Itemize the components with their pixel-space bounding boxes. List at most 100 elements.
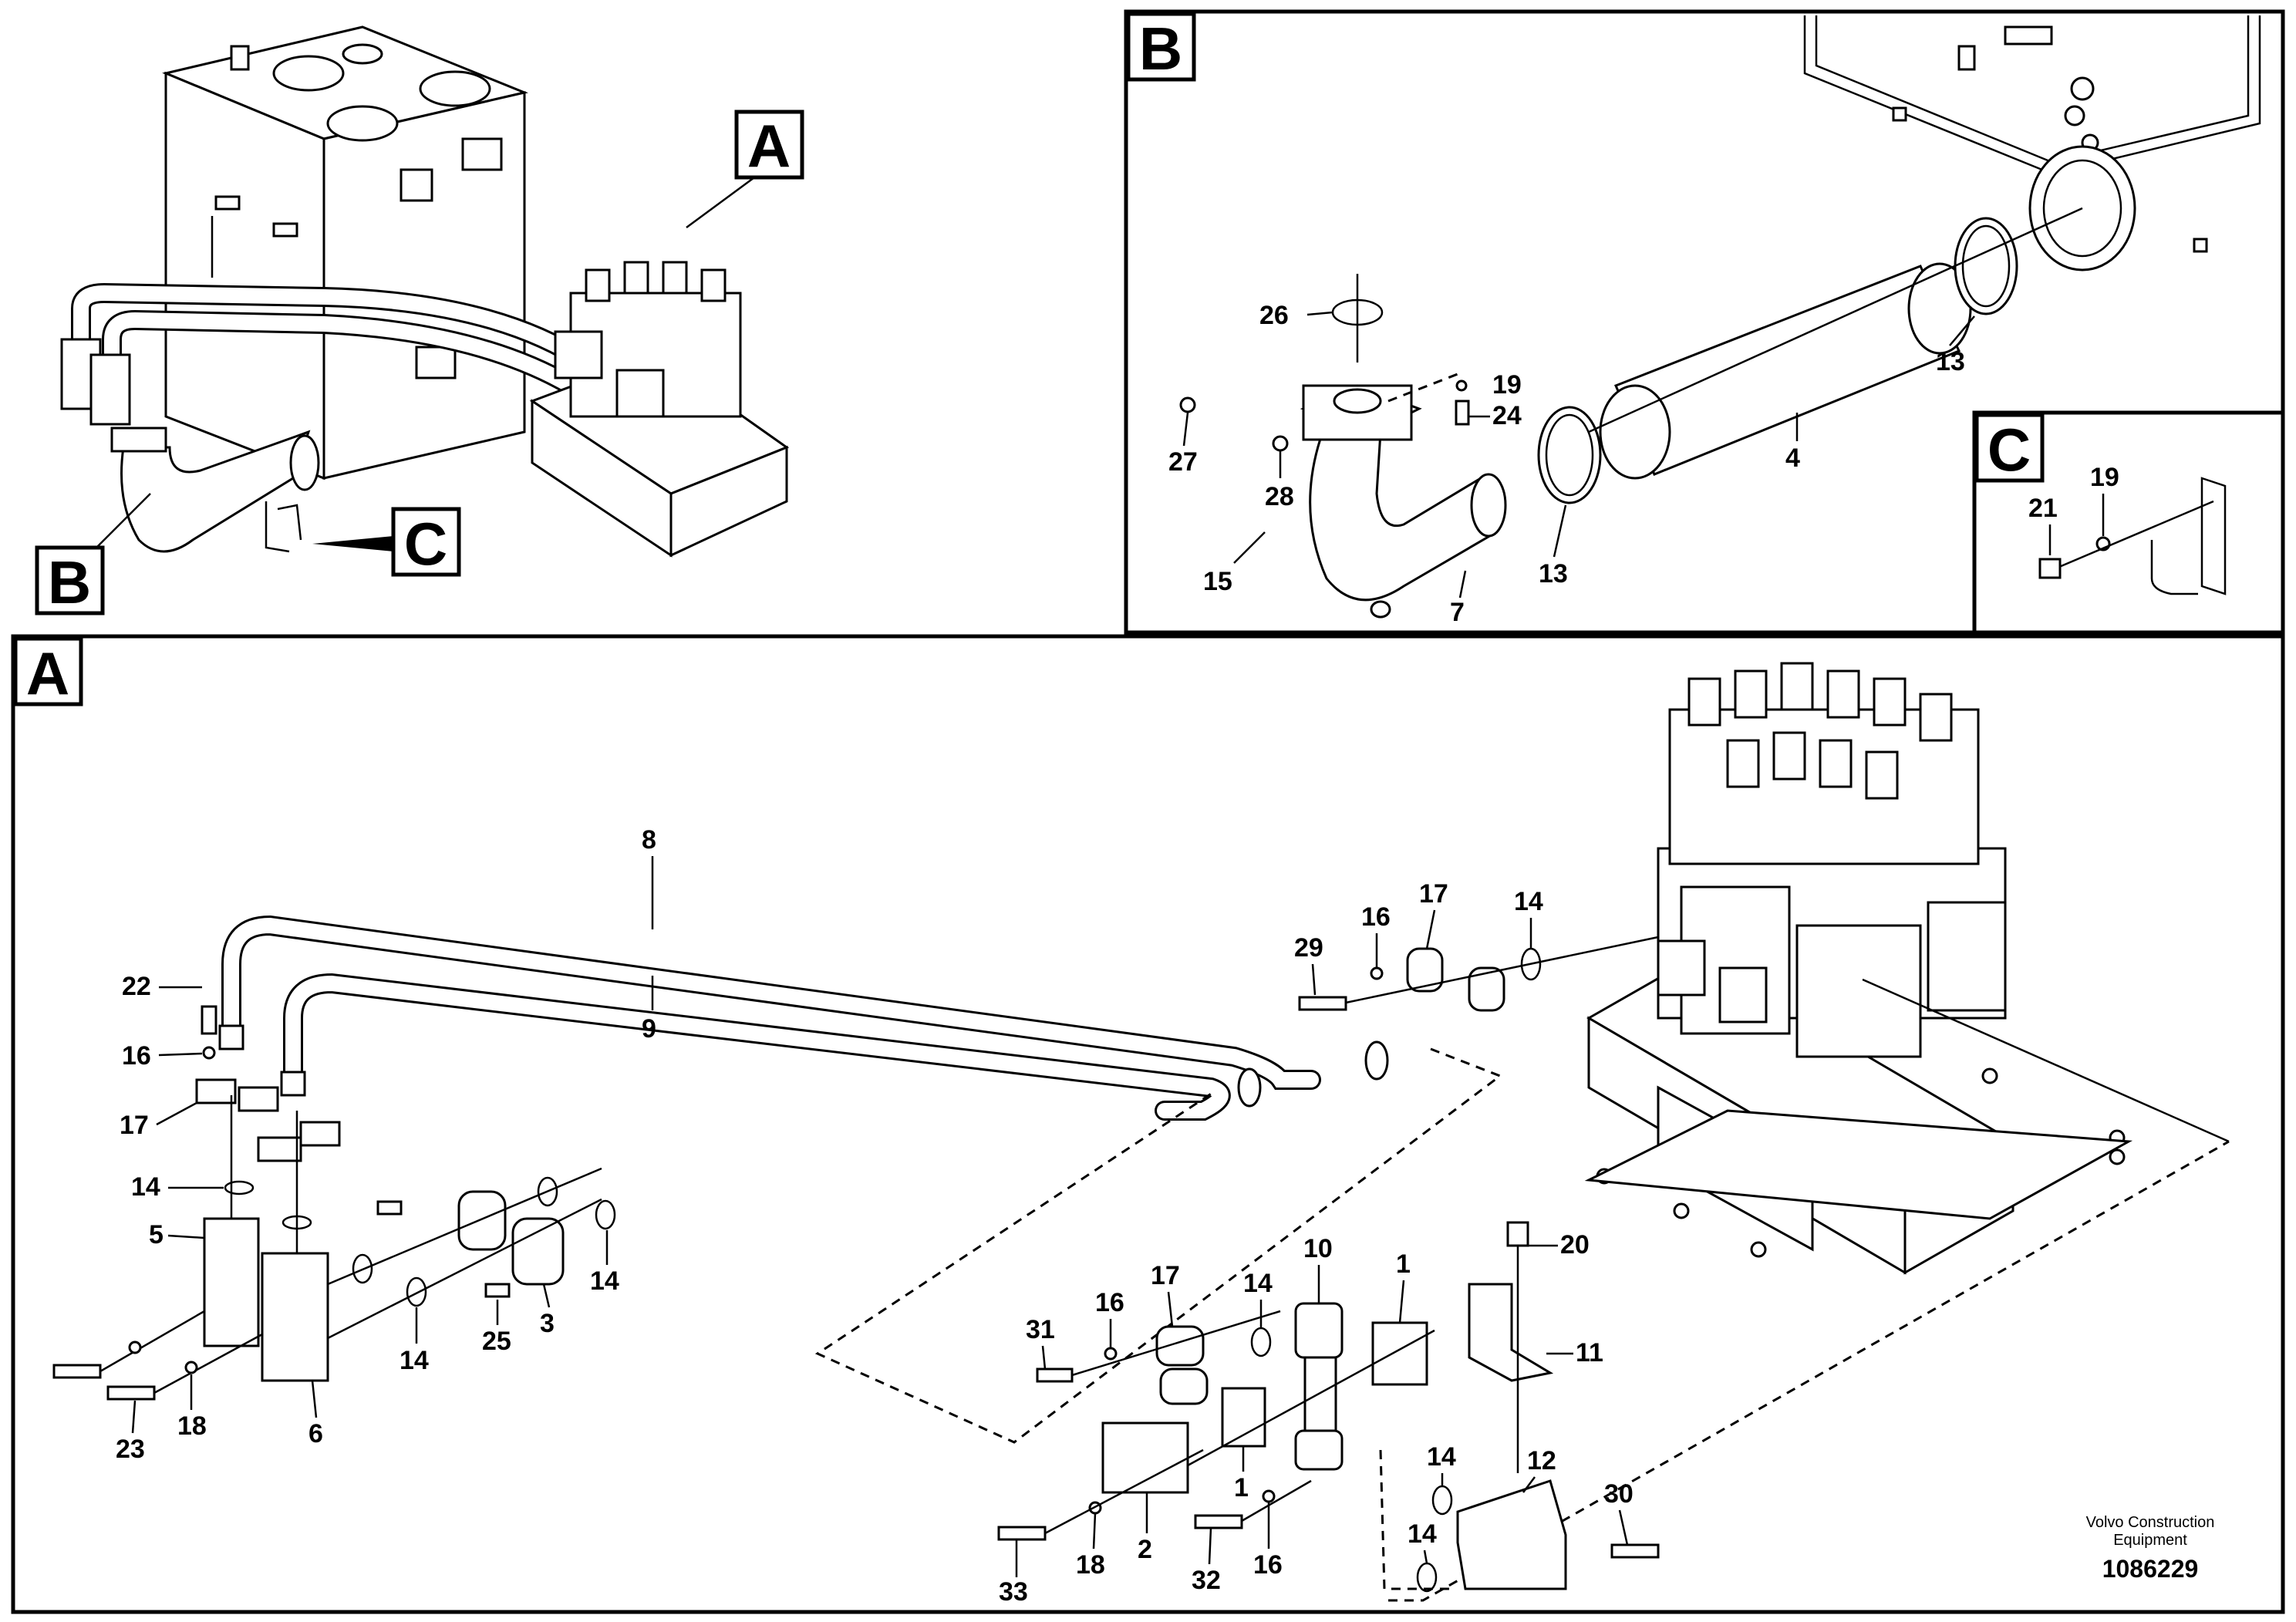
callout-2: 2 [1138, 1535, 1152, 1564]
detail-a-oring-14-r4 [406, 1276, 427, 1307]
callout-28: 28 [1265, 482, 1294, 511]
detail-a-hose-end-right-8 [1364, 1040, 1389, 1081]
callout-16-b: 16 [1361, 902, 1391, 932]
callout-13-upper: 13 [1936, 347, 1965, 376]
detail-a-flange-half-17-sub-b [1159, 1367, 1209, 1405]
detail-b-panel: B [1124, 9, 2285, 635]
detail-b-hose-sleeve [1599, 262, 1972, 480]
detail-a-sub-assembly [997, 1221, 1660, 1593]
detail-a-washer-18 [184, 1361, 198, 1374]
overview-tag-a: A [686, 110, 804, 229]
overview-tag-b: B [35, 493, 151, 616]
detail-a-hose-end-8 [218, 1024, 244, 1050]
detail-a-dashed-outline-left [814, 1047, 1503, 1444]
detail-b-screw-24 [1455, 400, 1470, 426]
callout-26: 26 [1259, 301, 1289, 330]
callout-12: 12 [1527, 1446, 1556, 1475]
callout-10: 10 [1303, 1234, 1333, 1263]
detail-a-bolt-31 [1036, 1367, 1074, 1383]
detail-a-callouts: 8 9 22 16 17 14 5 6 23 18 14 14 25 [116, 825, 1633, 1607]
detail-c-screw-21 [2038, 558, 2062, 579]
detail-a-left-fittings [52, 1005, 616, 1401]
detail-a-flange-half-17-sub-a [1155, 1325, 1205, 1367]
detail-a-panel: A [11, 634, 2285, 1614]
detail-a-right-flange-set [1298, 936, 1659, 1012]
detail-a-washer-16 [202, 1046, 216, 1060]
detail-a-clamp-1-upper [1371, 1321, 1428, 1386]
overview-label-a: A [747, 112, 791, 180]
detail-a-screw-25 [484, 1283, 511, 1298]
overview-control-valve [529, 261, 790, 558]
footer-document-number: 1086229 [2102, 1555, 2199, 1583]
detail-a-oring-14-r3 [352, 1253, 373, 1284]
detail-a-bolt-29 [1298, 996, 1347, 1011]
overview-hoses [60, 282, 596, 426]
detail-a-flange-3a [457, 1190, 507, 1251]
detail-a-bolt-23 [106, 1385, 156, 1401]
callout-5: 5 [149, 1220, 164, 1249]
callout-11: 11 [1576, 1338, 1603, 1367]
detail-a-footer: Volvo Construction Equipment 1086229 [2086, 1514, 2215, 1583]
overview-suction-pipe [110, 427, 320, 553]
callout-19-c: 19 [2090, 463, 2119, 492]
callout-7: 7 [1450, 598, 1465, 627]
callout-16-c: 16 [1095, 1288, 1124, 1317]
callout-21: 21 [2028, 494, 2058, 523]
callout-13-lower: 13 [1539, 559, 1568, 588]
detail-a-hose-8 [221, 915, 1321, 1090]
detail-a-bolt-30 [1610, 1543, 1660, 1559]
callout-30: 30 [1604, 1479, 1633, 1509]
callout-8: 8 [642, 825, 656, 855]
detail-a-flange-half-17b [238, 1086, 279, 1112]
detail-a-washer-16-sub [1104, 1347, 1118, 1361]
callout-17-b: 17 [1419, 879, 1448, 909]
callout-14-f: 14 [1427, 1442, 1456, 1472]
detail-a-screw-left-flange [376, 1200, 403, 1216]
detail-a-oring-14-r1 [537, 1176, 558, 1207]
detail-a-clamp-1-lower [1221, 1387, 1266, 1448]
detail-a-tube-10 [1294, 1302, 1344, 1359]
callout-23: 23 [116, 1435, 145, 1464]
callout-4: 4 [1785, 443, 1800, 473]
detail-c-bracket [2150, 477, 2227, 595]
detail-a-valve-leader [1862, 978, 2230, 1143]
detail-a-control-valve [1584, 662, 2133, 1275]
callout-17-a: 17 [120, 1111, 149, 1140]
callout-14-e: 14 [1243, 1269, 1273, 1298]
detail-b-suction-elbow [1300, 384, 1507, 619]
detail-a-oring-14-r2 [595, 1199, 616, 1230]
callout-9: 9 [642, 1014, 656, 1044]
detail-a-tube-10-base [1294, 1429, 1344, 1471]
detail-b-washer-28 [1272, 435, 1289, 452]
overview-label-b: B [48, 548, 91, 616]
detail-a-tube-10-stem [1303, 1356, 1337, 1436]
callout-19: 19 [1492, 370, 1522, 400]
detail-a-screw-22 [201, 1005, 217, 1035]
footer-company-line2: Equipment [2113, 1532, 2187, 1549]
detail-a-hose-end-right-9 [1237, 1067, 1262, 1108]
callout-16-d: 16 [1253, 1550, 1283, 1580]
callout-14-g: 14 [1408, 1519, 1437, 1549]
detail-a-oring-14-left [224, 1180, 255, 1195]
overview-tag-c: C [312, 507, 461, 578]
detail-b-clamp-13-lower [1537, 406, 1602, 504]
callout-1-upper: 1 [1396, 1249, 1411, 1279]
detail-b-washer-19 [1455, 379, 1468, 392]
detail-a-label: A [26, 639, 69, 707]
overview-bracket [265, 501, 302, 553]
callout-16-a: 16 [122, 1041, 151, 1071]
detail-a-washer-left [128, 1340, 142, 1354]
callout-20: 20 [1560, 1230, 1590, 1259]
hydraulic-tank [162, 25, 528, 481]
detail-a-block-6 [261, 1252, 329, 1382]
footer-company-line1: Volvo Construction [2086, 1514, 2215, 1531]
callout-32: 32 [1192, 1566, 1221, 1595]
detail-b-clamp-13-upper [1954, 217, 2018, 315]
detail-a-bolt-33 [997, 1526, 1047, 1541]
callout-14-b: 14 [400, 1346, 429, 1375]
callout-24: 24 [1492, 401, 1522, 430]
callout-14-a: 14 [131, 1172, 160, 1202]
detail-a-hose-end-9 [280, 1071, 306, 1097]
callout-22: 22 [122, 972, 151, 1001]
detail-a-bracket-11 [1468, 1283, 1554, 1382]
